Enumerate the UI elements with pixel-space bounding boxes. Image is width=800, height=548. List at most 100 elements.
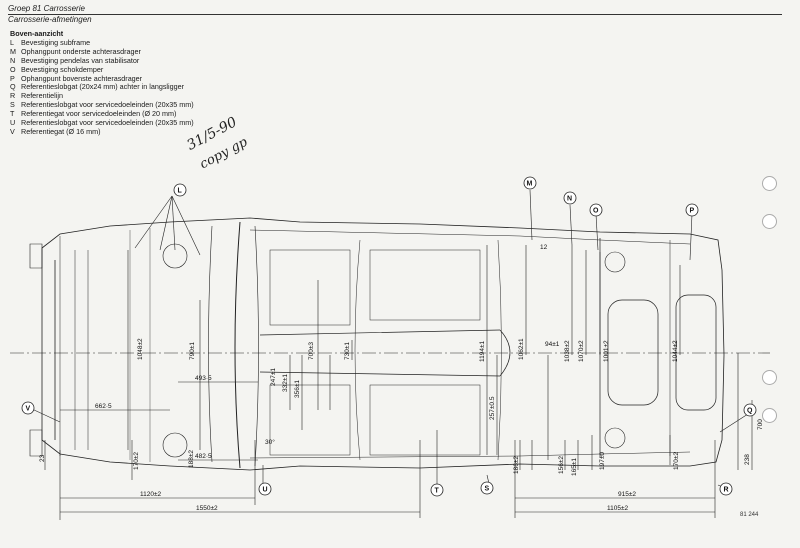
dim-170-rear: 170±2 (673, 452, 680, 470)
svg-text:N: N (567, 196, 572, 203)
dim-12: 12 (540, 244, 548, 251)
callout-o: O (589, 203, 603, 217)
dim-156: 156±2 (558, 456, 565, 474)
legend-text: Bevestiging subframe (21, 37, 91, 47)
dim-482: 482·5 (195, 453, 212, 460)
dim-1120: 1120±2 (140, 491, 162, 498)
page-subtitle: Carrosserie-afmetingen (8, 15, 92, 24)
legend-text: Referentieslobgat voor servicedoeleinden… (21, 100, 194, 110)
legend-text: Referentiegat voor servicedoeleinden (Ø … (21, 109, 177, 119)
legend-item: P Ophangpunt bovenste achterasdrager (10, 73, 194, 84)
binder-hole (762, 408, 777, 423)
svg-text:R: R (724, 487, 729, 494)
svg-text:S: S (485, 486, 490, 493)
legend-key: U (10, 118, 16, 128)
dim-662: 662·5 (95, 403, 112, 410)
group-title: Groep 81 Carrosserie (8, 4, 85, 13)
dim-730: 730±1 (344, 342, 351, 360)
car-body-outline (41, 217, 725, 471)
dim-790: 790±1 (189, 342, 196, 360)
callout-p: P (685, 203, 699, 217)
callout-q: Q (743, 403, 757, 417)
dim-1001: 1001±2 (603, 340, 610, 362)
legend-key: S (10, 100, 15, 110)
legend-text: Referentieslobgat (20x24 mm) achter in l… (21, 82, 184, 92)
svg-text:P: P (690, 208, 695, 215)
legend-text: Ophangpunt bovenste achterasdrager (21, 73, 143, 83)
dim-30-deg: 30° (265, 438, 275, 446)
legend-text: Bevestiging pendelas van stabilisator (21, 55, 140, 65)
svg-text:T: T (435, 488, 440, 495)
binder-hole (762, 176, 777, 191)
legend-text: Referentieslobgat voor servicedoeleinden… (21, 118, 194, 128)
dim-257: 257±0.5 (489, 396, 496, 420)
svg-text:M: M (527, 181, 533, 188)
dim-915: 915±2 (618, 491, 636, 498)
legend-item: U Referentieslobgat voor servicedoeleinde… (10, 118, 194, 128)
legend-key: M (10, 46, 16, 56)
dim-1194: 1194±1 (479, 340, 486, 362)
legend-item: S Referentieslobgat voor servicedoeleinde… (10, 100, 194, 110)
dim-186: 186±2 (513, 456, 520, 474)
legend-key: P (10, 73, 15, 83)
legend-key: V (10, 126, 15, 136)
page-header: Groep 81 Carrosserie Carrosserie-afmetin… (8, 4, 782, 25)
svg-text:L: L (178, 188, 183, 195)
header-rule (8, 14, 782, 15)
dim-1062: 1062±1 (518, 338, 525, 360)
figure-code: 81 244 (740, 512, 759, 518)
legend-text: Ophangpunt onderste achterasdrager (21, 46, 141, 56)
dim-188: 188±2 (188, 450, 195, 468)
binder-hole (762, 370, 777, 385)
dim-94: 94±1 (545, 341, 560, 348)
dim-238: 238 (744, 454, 751, 465)
dim-23: 23 (39, 454, 46, 462)
callouts: L M N O P Q R S T U V (21, 176, 757, 497)
legend-item: O Bevestiging schokdemper (10, 64, 194, 75)
svg-text:Q: Q (747, 408, 753, 415)
legend-key: O (10, 64, 16, 74)
dim-493: 493·5 (195, 375, 212, 382)
dim-170: 170±2 (133, 452, 140, 470)
dim-1048: 1048±2 (137, 338, 144, 360)
legend-text: Bevestiging schokdemper (21, 64, 104, 74)
legend-item: V Referentiegat (Ø 16 mm) (10, 126, 194, 137)
callout-s: S (480, 481, 494, 495)
legend-key: Q (10, 82, 16, 92)
legend-item: M Ophangpunt onderste achterasdrager (10, 46, 194, 57)
dim-165: 165±1 (571, 458, 578, 476)
binder-hole (762, 214, 777, 229)
dim-1044: 1044±2 (672, 340, 679, 362)
legend-key: L (10, 37, 14, 47)
legend-item: L Bevestiging subframe (10, 37, 194, 48)
legend-key: R (10, 91, 16, 101)
legend-key: T (10, 109, 15, 119)
dim-332: 332±1 (282, 374, 289, 392)
dim-356: 356±1 (294, 380, 301, 398)
callout-n: N (563, 191, 577, 205)
callout-t: T (430, 483, 444, 497)
legend-text: Referentiegat (Ø 16 mm) (21, 126, 101, 136)
svg-text:U: U (263, 487, 268, 494)
callout-u: U (258, 482, 272, 496)
legend-title: Boven-aanzicht (10, 29, 64, 38)
legend-item: T Referentiegat voor servicedoeleinden (Ø… (10, 109, 194, 119)
svg-text:V: V (26, 406, 31, 413)
dim-247: 247±1 (270, 368, 277, 386)
svg-text:O: O (593, 208, 599, 215)
dim-1105: 1105±2 (607, 505, 629, 512)
callout-r: R (719, 482, 733, 496)
dim-1038: 1038±2 (564, 340, 571, 362)
dimension-labels: 1120±2 1550±2 915±2 1105±2 662·5 493·5 4… (39, 244, 764, 512)
dim-700-right: 700 (757, 419, 764, 430)
callout-v: V (21, 401, 35, 415)
dim-197: 197±0 (599, 452, 606, 470)
dim-1070: 1070±2 (578, 340, 585, 362)
callout-l: L (173, 183, 187, 197)
dim-1550: 1550±2 (196, 505, 218, 512)
dim-700: 700±3 (308, 342, 315, 360)
